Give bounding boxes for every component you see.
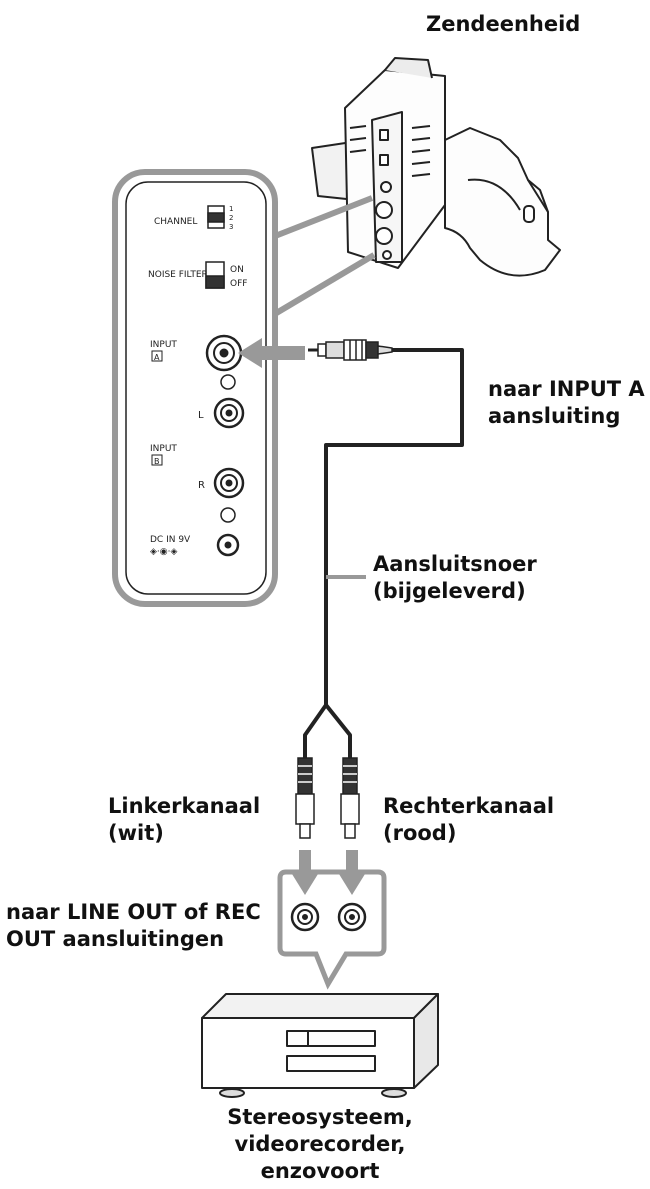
connection-cable	[303, 348, 464, 758]
rca-plug-right	[340, 757, 360, 839]
input-a-letter: A	[154, 353, 160, 362]
right-channel-label: Rechterkanaal (rood)	[383, 794, 555, 845]
dc-polarity-icon: ◈·◉·◈	[150, 547, 177, 557]
input-a-indicator	[220, 374, 236, 390]
input-b-indicator	[220, 507, 236, 523]
noise-filter-switch	[205, 261, 225, 289]
stereo-system-illustration	[201, 993, 439, 1098]
line-out-callout-box	[277, 869, 387, 990]
dc-in-label: DC IN 9V	[150, 535, 191, 545]
line-out-jack-left	[290, 902, 320, 932]
noise-filter-off-label: OFF	[230, 279, 247, 289]
dc-in-jack	[216, 533, 240, 557]
stereo-system-label: Stereosysteem, videorecorder, enzovoort	[227, 1105, 413, 1183]
noise-filter-on-label: ON	[230, 265, 244, 275]
mini-plug	[308, 339, 393, 361]
cord-label: Aansluitsnoer (bijgeleverd)	[373, 552, 537, 603]
channel-position-1: 1	[229, 205, 233, 213]
input-a-connection-label: naar INPUT A aansluiting	[488, 377, 645, 428]
channel-position-2: 2	[229, 214, 233, 222]
input-b-letter: B	[154, 457, 160, 466]
transmitter-back-panel	[112, 169, 278, 607]
channel-position-3: 3	[229, 223, 233, 231]
line-out-jack-right	[337, 902, 367, 932]
input-a-badge	[151, 350, 163, 362]
zoom-callout-lines	[263, 195, 376, 321]
channel-switch	[207, 205, 225, 229]
transmitter-label: Zendeenheid	[426, 12, 581, 36]
noise-filter-label: NOISE FILTER	[148, 270, 208, 280]
line-out-label: naar LINE OUT of REC OUT aansluitingen	[6, 900, 261, 951]
channel-label: CHANNEL	[154, 217, 197, 227]
down-arrow-left-icon	[292, 850, 318, 895]
l-channel-jack	[213, 397, 245, 429]
transmitter-illustration	[311, 57, 561, 277]
rca-plug-left	[295, 757, 315, 839]
down-arrow-right-icon	[339, 850, 365, 895]
r-channel-jack	[213, 467, 245, 499]
input-b-label: INPUT	[150, 444, 177, 454]
insert-arrow-icon	[238, 338, 305, 368]
input-a-jack	[205, 334, 243, 372]
l-channel-label: L	[198, 410, 204, 421]
left-channel-label: Linkerkanaal (wit)	[108, 794, 261, 845]
input-a-label: INPUT	[150, 340, 177, 350]
input-b-badge	[151, 454, 163, 466]
r-channel-label: R	[198, 480, 205, 491]
